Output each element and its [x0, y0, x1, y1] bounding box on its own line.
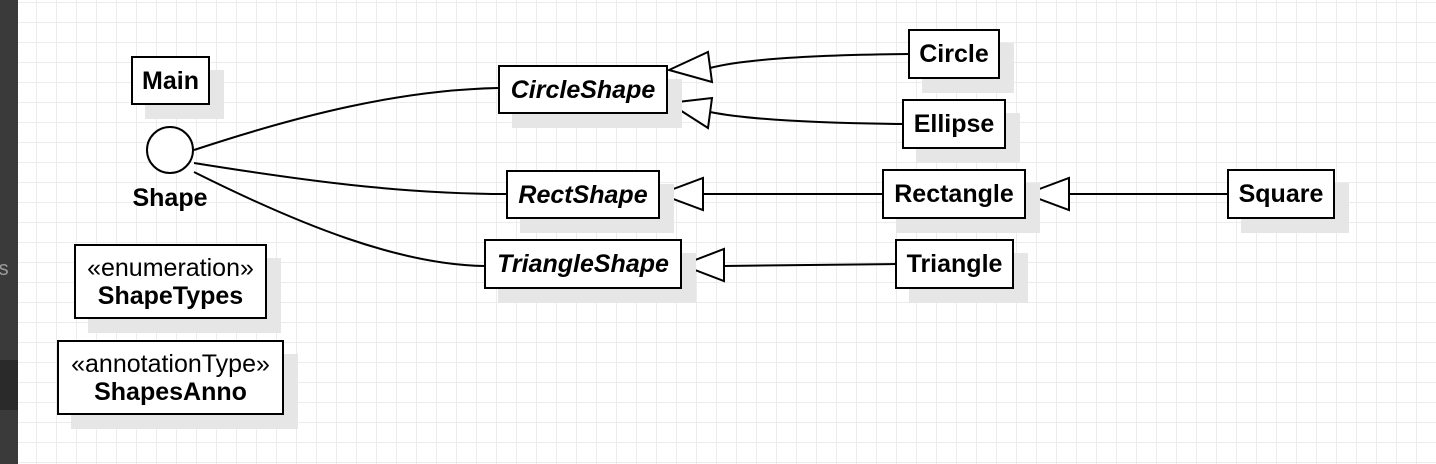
annotation-stereotype: «annotationType»	[71, 349, 270, 378]
class-triangle-name: Triangle	[906, 250, 1003, 278]
left-sidebar	[0, 0, 18, 464]
class-ellipse[interactable]: Ellipse	[902, 99, 1006, 149]
enum-stereotype: «enumeration»	[87, 253, 254, 282]
class-rectshape[interactable]: RectShape	[506, 170, 660, 219]
enum-shapetypes[interactable]: «enumeration» ShapeTypes	[74, 244, 267, 319]
enum-name: ShapeTypes	[97, 281, 244, 310]
edge-circle-circleshape	[709, 53, 910, 69]
edge-triangle-triangleshape	[723, 263, 897, 267]
class-circle-name: Circle	[919, 40, 989, 68]
class-square[interactable]: Square	[1227, 169, 1335, 219]
inheritance-arrow-triangle	[679, 247, 725, 283]
class-main[interactable]: Main	[131, 56, 210, 105]
edge-shape-rectshape	[193, 162, 508, 195]
sidebar-clipped-label: rs	[0, 258, 9, 280]
inheritance-arrow-rectangle	[657, 176, 704, 212]
edge-ellipse-circleshape	[709, 111, 904, 125]
edge-shape-circleshape	[193, 87, 499, 151]
interface-shape-label: Shape	[132, 184, 208, 212]
class-rectangle-name: Rectangle	[894, 180, 1014, 208]
class-square-name: Square	[1238, 180, 1324, 208]
interface-shape-lollipop[interactable]	[146, 126, 194, 174]
class-circleshape[interactable]: CircleShape	[498, 65, 668, 114]
class-circle[interactable]: Circle	[908, 29, 1000, 79]
inheritance-arrow-square	[1023, 176, 1070, 212]
sidebar-panel[interactable]	[0, 360, 18, 410]
annotation-shapesanno[interactable]: «annotationType» ShapesAnno	[57, 340, 284, 415]
class-triangle[interactable]: Triangle	[895, 239, 1014, 289]
edge-shape-triangleshape	[193, 171, 486, 267]
class-rectangle[interactable]: Rectangle	[882, 169, 1026, 219]
class-triangleshape-name: TriangleShape	[497, 250, 669, 278]
class-triangleshape[interactable]: TriangleShape	[484, 239, 682, 289]
annotation-name: ShapesAnno	[94, 377, 247, 406]
class-rectshape-name: RectShape	[518, 180, 648, 209]
inheritance-arrow-ellipse	[666, 96, 714, 130]
class-main-name: Main	[142, 66, 199, 95]
class-circleshape-name: CircleShape	[510, 75, 656, 104]
inheritance-arrow-circle	[666, 50, 714, 84]
class-ellipse-name: Ellipse	[913, 110, 995, 138]
